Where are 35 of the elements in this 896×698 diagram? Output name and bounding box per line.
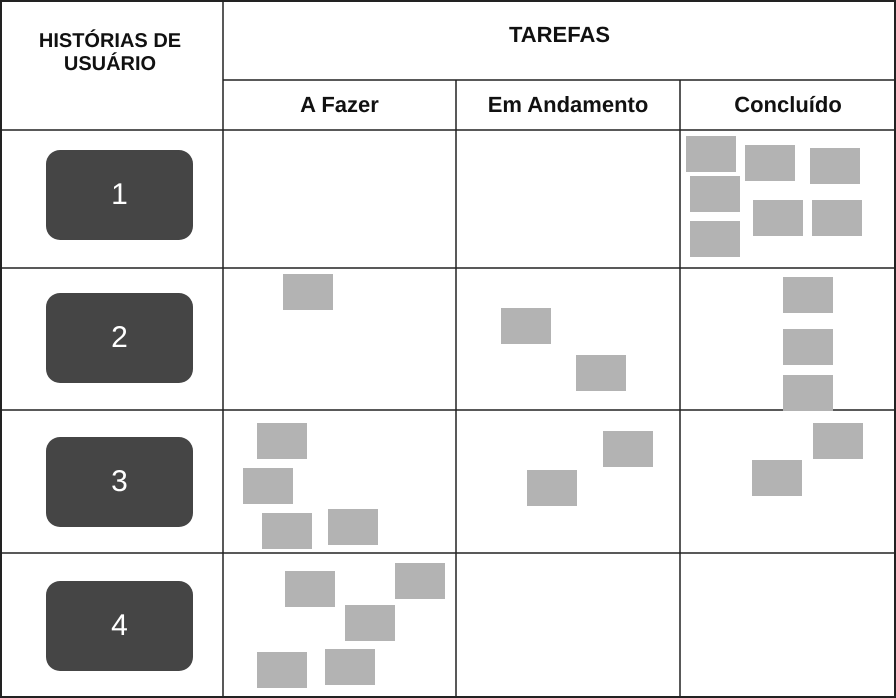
- user-story-card: 3: [46, 437, 193, 527]
- sticky-note: [328, 509, 378, 545]
- sticky-note: [752, 460, 802, 496]
- sticky-note: [576, 355, 626, 391]
- column-heading: HISTÓRIAS DE USUÁRIO: [38, 30, 182, 76]
- user-story-card: 2: [46, 293, 193, 383]
- sticky-note: [257, 423, 307, 459]
- sticky-note: [812, 200, 862, 236]
- sticky-note: [686, 136, 736, 172]
- sticky-note: [345, 605, 395, 641]
- sticky-note: [501, 308, 551, 344]
- sticky-note: [813, 423, 863, 459]
- sticky-note: [745, 145, 795, 181]
- sticky-note: [690, 221, 740, 257]
- sticky-note: [783, 375, 833, 411]
- sticky-note: [783, 329, 833, 365]
- sticky-note: [243, 468, 293, 504]
- user-story-card: 1: [46, 150, 193, 240]
- sticky-note: [810, 148, 860, 184]
- sticky-note: [690, 176, 740, 212]
- sticky-note: [783, 277, 833, 313]
- column-heading: TAREFAS: [508, 22, 612, 48]
- sticky-note: [257, 652, 307, 688]
- sticky-note: [395, 563, 445, 599]
- sticky-note: [753, 200, 803, 236]
- sticky-note: [283, 274, 333, 310]
- user-story-card: 4: [46, 581, 193, 671]
- column-heading: Concluído: [733, 92, 843, 118]
- sticky-note: [325, 649, 375, 685]
- sticky-note: [262, 513, 312, 549]
- column-heading: Em Andamento: [486, 92, 650, 118]
- column-heading: A Fazer: [299, 92, 380, 118]
- sticky-note: [603, 431, 653, 467]
- sticky-note: [285, 571, 335, 607]
- sticky-note: [527, 470, 577, 506]
